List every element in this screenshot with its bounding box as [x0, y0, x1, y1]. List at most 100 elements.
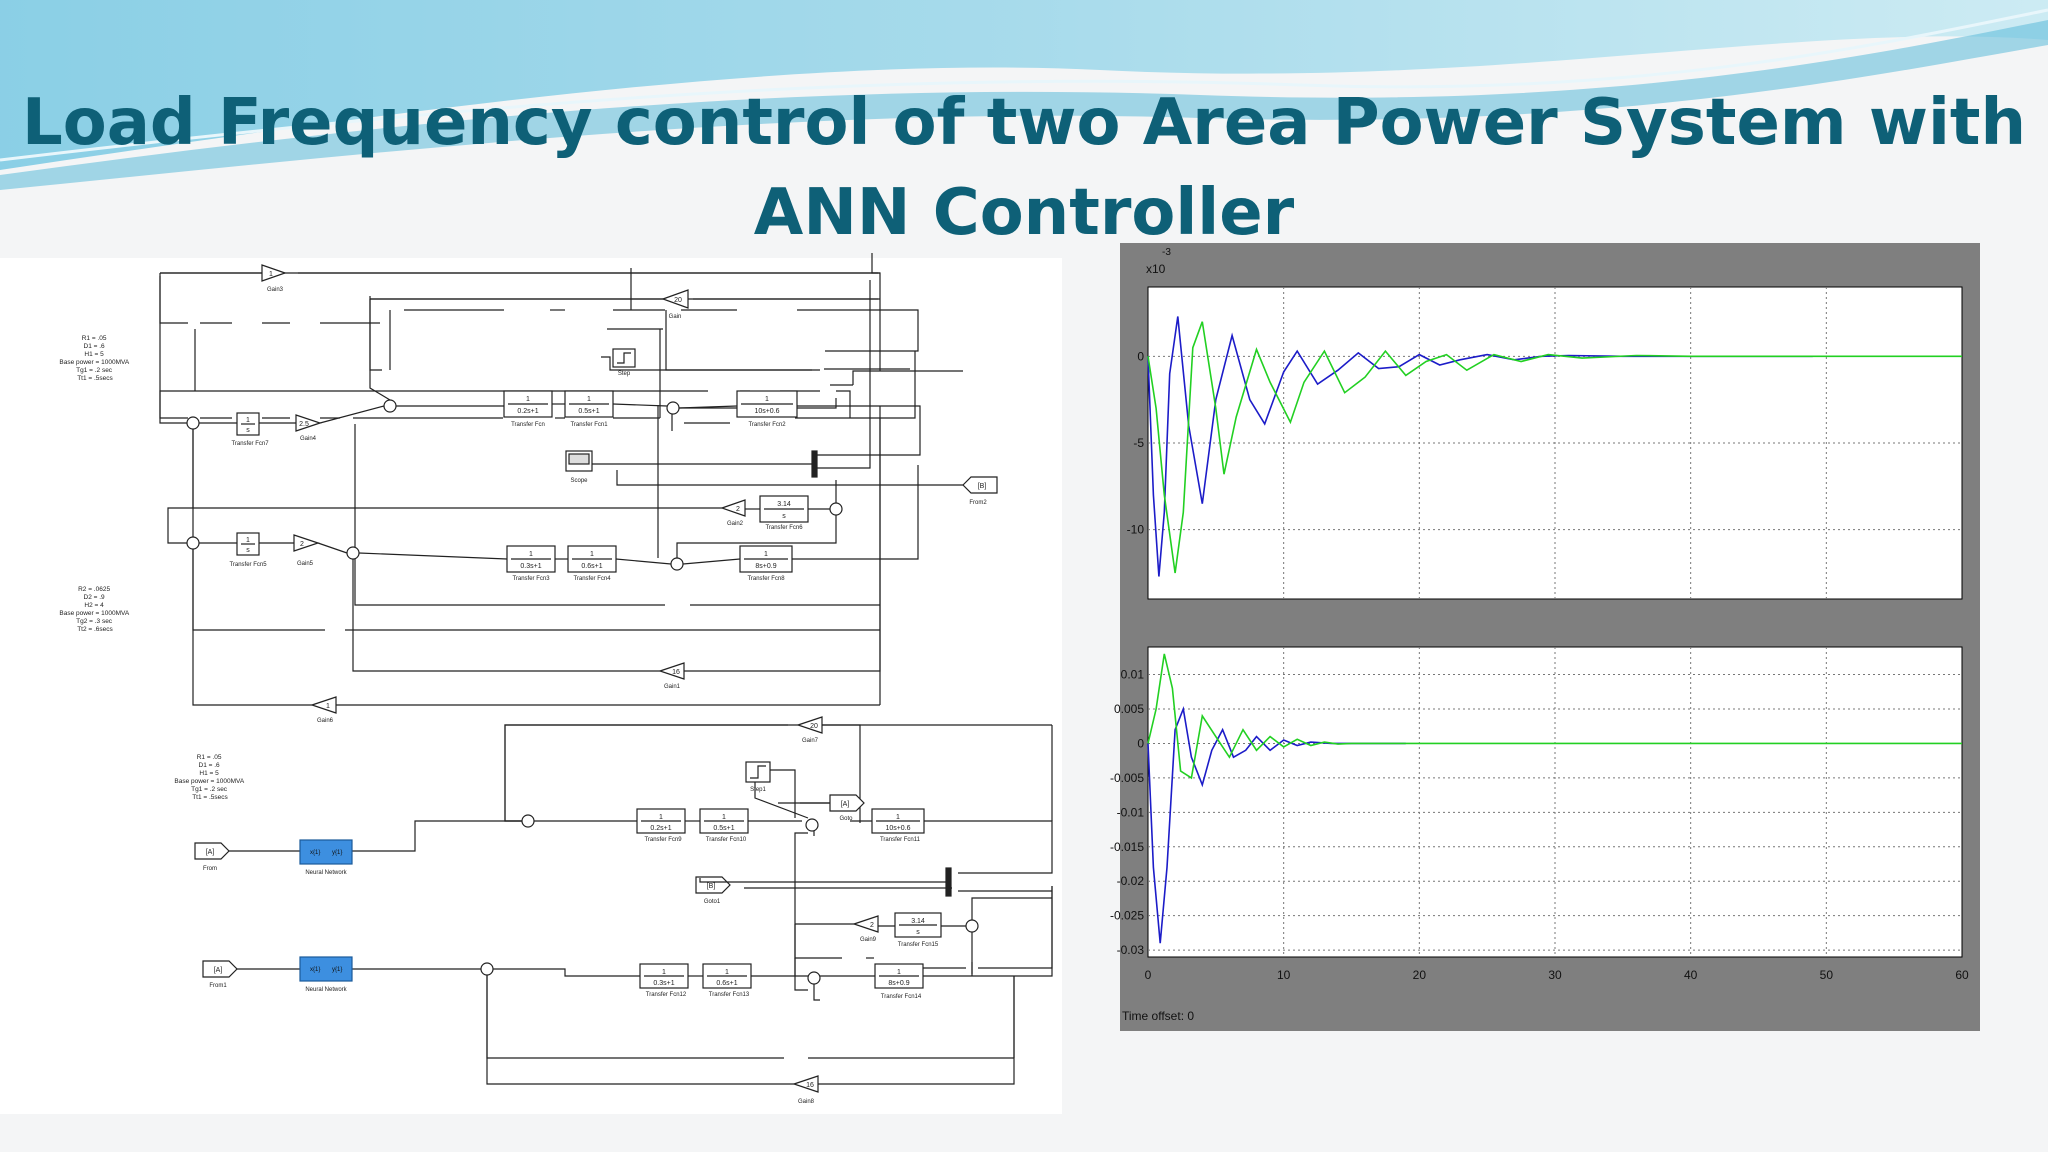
tf11-block[interactable]: 1 10s+0.6 Transfer Fcn11: [871, 808, 925, 843]
sum-6[interactable]: [346, 546, 360, 560]
sum-1[interactable]: [186, 416, 200, 430]
sum-9[interactable]: [805, 818, 819, 832]
plot-bottom-tick-labels: 0.010.0050-0.005-0.01-0.015-0.02-0.025-0…: [1110, 668, 1969, 982]
sum-2[interactable]: [383, 399, 397, 413]
tf15-block[interactable]: 3.14 s Transfer Fcn15: [894, 912, 942, 948]
gain-block[interactable]: 20 Gain: [661, 289, 689, 320]
step1-block[interactable]: Step1: [745, 761, 771, 793]
plot-top-tick-labels: 0-5-10: [1127, 349, 1145, 536]
param-area1: R1 = .05 D1 = .6 H1 = 5 Base power = 100…: [59, 335, 130, 382]
svg-text:x{1}: x{1}: [310, 850, 320, 856]
svg-text:y{1}: y{1}: [332, 850, 342, 856]
y-tick-label: -10: [1127, 523, 1145, 537]
sum-3[interactable]: [666, 401, 680, 415]
svg-text:0.5s+1: 0.5s+1: [713, 825, 734, 832]
x-tick-label: 0: [1145, 968, 1152, 982]
sum-7[interactable]: [670, 557, 684, 571]
scope-block[interactable]: Scope: [565, 450, 593, 484]
series-line-bottom-1: [1147, 653, 1962, 780]
svg-text:From1: From1: [209, 983, 227, 989]
svg-text:Transfer Fcn13: Transfer Fcn13: [709, 992, 750, 998]
svg-text:Transfer Fcn: Transfer Fcn: [511, 422, 545, 428]
tf1-block[interactable]: 1 0.5s+1 Transfer Fcn1: [564, 390, 614, 428]
svg-text:[B]: [B]: [707, 883, 716, 890]
neural-network-1[interactable]: x{1} y{1} Neural Network: [299, 839, 353, 876]
gain2-block[interactable]: 2 Gain2: [720, 499, 746, 527]
gain1-block[interactable]: 16 Gain1: [658, 662, 685, 690]
sum-11[interactable]: [480, 962, 494, 976]
from1-block[interactable]: [A] From1: [202, 960, 238, 989]
sum-4[interactable]: [829, 502, 843, 516]
tf-block[interactable]: 1 0.2s+1 Transfer Fcn: [503, 390, 553, 428]
step-block[interactable]: Step: [612, 348, 636, 377]
goto1-block[interactable]: [B] Goto1: [695, 876, 731, 905]
tf5-block[interactable]: 1 s Transfer Fcn5: [229, 532, 267, 568]
mux-lower: [945, 867, 952, 897]
from2-block[interactable]: [B] From2: [962, 476, 998, 506]
gain8-block[interactable]: 16 Gain8: [792, 1075, 819, 1105]
tf7-block[interactable]: 1 s Transfer Fcn7: [231, 412, 269, 447]
tf12-block[interactable]: 1 0.3s+1 Transfer Fcn12: [639, 963, 689, 998]
slide-title: Load Frequency control of two Area Power…: [0, 78, 2048, 258]
svg-text:Transfer Fcn1: Transfer Fcn1: [570, 422, 608, 428]
svg-text:Gain3: Gain3: [267, 287, 284, 293]
lower-feedback: [486, 724, 1053, 1085]
exponent-power: -3: [1162, 247, 1171, 258]
svg-text:Gain9: Gain9: [860, 937, 877, 943]
gain4-block[interactable]: 2.5 Gain4: [295, 414, 322, 442]
tf9-block[interactable]: 1 0.2s+1 Transfer Fcn9: [636, 808, 686, 843]
svg-text:0.5s+1: 0.5s+1: [578, 408, 599, 415]
svg-text:1: 1: [722, 814, 726, 821]
svg-text:1: 1: [269, 271, 273, 278]
title-line-2: ANN Controller: [753, 176, 1295, 250]
svg-text:s: s: [246, 547, 250, 554]
svg-text:Gain: Gain: [669, 314, 682, 320]
svg-text:1: 1: [725, 969, 729, 976]
lower-blocks: 20 Gain7 Step1 [A] Goto [A] From: [194, 716, 979, 1105]
svg-text:1: 1: [587, 396, 591, 403]
svg-text:Transfer Fcn10: Transfer Fcn10: [706, 837, 747, 843]
y-tick-label: 0: [1137, 349, 1144, 363]
gain5-block[interactable]: 2 Gain5: [293, 534, 320, 567]
tf4-block[interactable]: 1 0.6s+1 Transfer Fcn4: [567, 545, 617, 582]
mux-upper: [811, 450, 818, 478]
tf6-block[interactable]: 3.14 s Transfer Fcn6: [759, 495, 809, 531]
svg-text:0.6s+1: 0.6s+1: [716, 980, 737, 987]
sum-12[interactable]: [807, 971, 821, 985]
tf3-block[interactable]: 1 0.3s+1 Transfer Fcn3: [506, 545, 556, 582]
svg-text:Neural Network: Neural Network: [305, 870, 347, 876]
gain9-block[interactable]: 2 Gain9: [852, 915, 879, 943]
svg-text:Transfer Fcn15: Transfer Fcn15: [898, 942, 939, 948]
tf14-block[interactable]: 1 8s+0.9 Transfer Fcn14: [874, 963, 924, 1000]
param-ann: R1 = .05 D1 = .6 H1 = 5 Base power = 100…: [174, 754, 245, 801]
from-block[interactable]: [A] From: [194, 842, 230, 872]
plot-bottom-series: [1147, 653, 1962, 944]
series-line-top-0: [1147, 316, 1813, 577]
wave-line: [0, 8, 2048, 162]
sum-5[interactable]: [186, 536, 200, 550]
svg-text:[A]: [A]: [206, 849, 215, 856]
svg-text:1: 1: [896, 814, 900, 821]
tf2-block[interactable]: 1 10s+0.6 Transfer Fcn2: [736, 390, 798, 428]
tf8-block[interactable]: 1 8s+0.9 Transfer Fcn8: [739, 545, 793, 582]
gain7-block[interactable]: 20 Gain7: [796, 716, 823, 744]
wave-mid: [0, 20, 2048, 190]
title-line-1: Load Frequency control of two Area Power…: [21, 86, 2027, 160]
x-tick-label: 10: [1277, 968, 1291, 982]
svg-text:2: 2: [736, 506, 740, 513]
goto-block[interactable]: [A] Goto: [829, 794, 865, 822]
svg-text:s: s: [782, 513, 786, 520]
sum-8[interactable]: [521, 814, 535, 828]
svg-text:0.3s+1: 0.3s+1: [653, 980, 674, 987]
svg-text:Transfer Fcn4: Transfer Fcn4: [573, 576, 611, 582]
svg-text:1: 1: [765, 396, 769, 403]
neural-network-2[interactable]: x{1} y{1} Neural Network: [299, 956, 353, 993]
tf10-block[interactable]: 1 0.5s+1 Transfer Fcn10: [699, 808, 749, 843]
svg-text:[A]: [A]: [214, 967, 223, 974]
x-tick-label: 20: [1413, 968, 1427, 982]
gain3-block[interactable]: 1 Gain3: [261, 264, 287, 293]
tf13-block[interactable]: 1 0.6s+1 Transfer Fcn13: [702, 963, 752, 998]
gain6-block[interactable]: 1 Gain6: [310, 696, 337, 724]
sum-10[interactable]: [965, 919, 979, 933]
svg-text:1: 1: [764, 551, 768, 558]
